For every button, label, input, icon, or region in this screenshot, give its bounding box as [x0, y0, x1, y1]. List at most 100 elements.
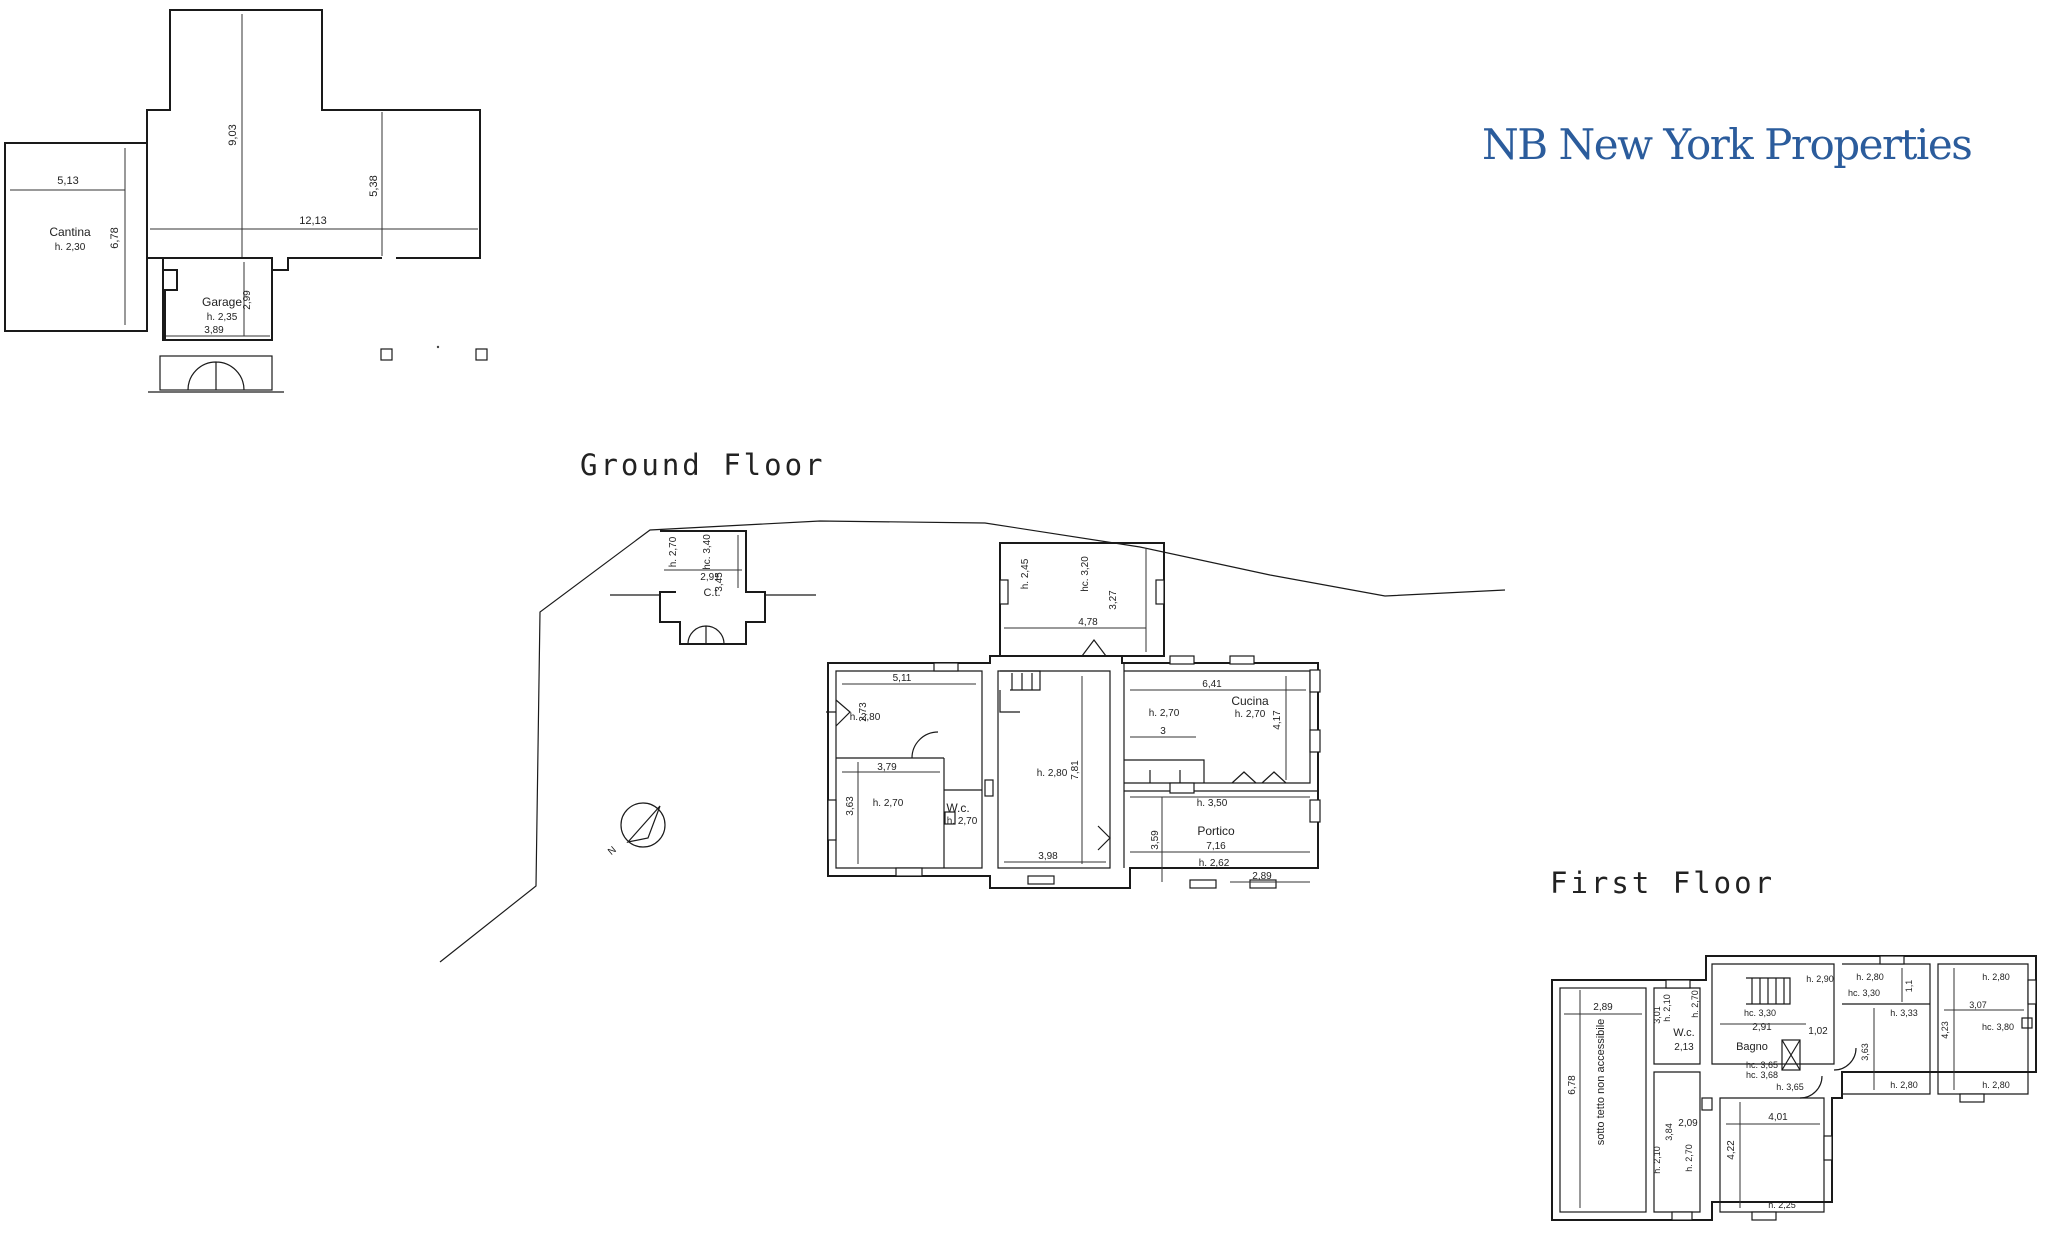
cucina-fixture: [1149, 770, 1181, 783]
living-height: h. 2,80: [1037, 768, 1068, 779]
cucina-height: h. 2,70: [1235, 709, 1266, 720]
bedroom-wall: [1719, 1097, 1825, 1213]
garage-width-label: 3,89: [204, 325, 224, 336]
ground-floor-title: Ground Floor: [580, 448, 826, 482]
first-wc-h1: h. 2,10: [1662, 994, 1672, 1022]
cucina-wall: [1124, 670, 1311, 784]
first-floor-plan: 2,89 6,78 sotto tetto non accessibile 3,…: [1551, 955, 2037, 1221]
basement-width-label: 12,13: [299, 215, 327, 227]
window: [1229, 655, 1255, 665]
house-outer-wall: [827, 655, 1319, 889]
north-room-hc: hc. 3,20: [1080, 556, 1091, 592]
north-room-depth-label: 3,27: [1108, 590, 1119, 610]
portico-h-label: h. 3,50: [1197, 798, 1228, 809]
window: [2027, 979, 2037, 1005]
ct-building-wall: [659, 530, 766, 645]
window: [999, 579, 1009, 605]
site-boundary: [439, 520, 1506, 963]
right-room-hc: hc. 3,80: [1982, 1022, 2014, 1032]
ct-door-swing: [687, 625, 725, 645]
window: [1169, 782, 1195, 794]
mid-room-d1: 1,1: [1904, 980, 1914, 993]
shaft: [1781, 1039, 1801, 1071]
cucina-depth-label: 4,17: [1272, 710, 1283, 730]
north-room-wall: [999, 542, 1165, 657]
mid-room-hc: hc. 3,30: [1848, 988, 1880, 998]
ct-height: h. 2,70: [668, 536, 679, 567]
shaft-cross: [1781, 1039, 1801, 1071]
left-lower-d: 3,84: [1664, 1123, 1674, 1141]
left-bottom-depth-label: 3,63: [845, 796, 856, 816]
cucina-inner-wall: [1124, 759, 1205, 783]
ct-name: C.t.: [703, 587, 720, 599]
window: [933, 662, 959, 672]
window: [1823, 1135, 1833, 1161]
window: [895, 867, 923, 877]
sottotetto-name: sotto tetto non accessibile: [1595, 1019, 1607, 1146]
first-floor-outer-wall: [1551, 955, 2037, 1221]
window: [1959, 1093, 1985, 1103]
bagno-w: 2,91: [1752, 1022, 1772, 1033]
first-staircase: [1746, 977, 1791, 1005]
right-room-d: 4,23: [1940, 1021, 1950, 1039]
ground-floor-plan: h. 2,70 hc. 3,40 3,45 2,91 C.t. h. 2,45 …: [439, 520, 1506, 963]
wc-name: W.c.: [946, 801, 969, 815]
brand-logo-text: NB New York Properties: [1482, 120, 1973, 169]
first-wc-name: W.c.: [1673, 1027, 1694, 1039]
door: [1097, 825, 1111, 851]
portico-width-label: 7,16: [1206, 841, 1226, 852]
door: [826, 699, 851, 727]
fixture: [2021, 1017, 2033, 1029]
garage-wall: [162, 257, 273, 341]
basement-side-label: 5,38: [368, 175, 380, 196]
north-arrow-icon: [620, 802, 666, 848]
dot: [436, 345, 440, 349]
garage-height: h. 2,35: [207, 312, 238, 323]
ct-depth-label: 3,45: [714, 572, 725, 592]
mid-room-h3: h. 2,80: [1890, 1080, 1918, 1090]
pillar: [475, 348, 488, 361]
bagno-hc3: hc. 3,68: [1746, 1070, 1778, 1080]
first-floor-title: First Floor: [1550, 866, 1776, 900]
garage-name: Garage: [202, 295, 242, 309]
left-lower-h2: h. 2,70: [1684, 1144, 1694, 1172]
stair-room-wall: [1711, 963, 1835, 1065]
cucina-width-label: 6,41: [1202, 679, 1222, 690]
left-bottom-width-label: 3,79: [877, 762, 897, 773]
bagno-hc1: hc. 3,30: [1744, 1008, 1776, 1018]
basement-outline: [146, 9, 481, 341]
window: [1169, 655, 1195, 665]
living-width-label: 3,98: [1038, 851, 1058, 862]
bedroom-d: 4,22: [1726, 1140, 1737, 1160]
window: [827, 799, 837, 841]
portico-name: Portico: [1197, 824, 1235, 838]
door: [1231, 771, 1287, 784]
fixture: [944, 811, 956, 825]
portico-h2-label: h. 2,62: [1199, 858, 1230, 869]
first-wc-h2: h. 2,70: [1690, 990, 1700, 1018]
cantina-name: Cantina: [49, 225, 91, 239]
garage-depth-label: 2,99: [242, 290, 253, 310]
basement-plan: 5,13 6,78 Cantina h. 2,30 9,03 12,13 5,3…: [4, 9, 488, 393]
first-wc-w: 2,13: [1674, 1042, 1694, 1053]
north-arrow-needle: [626, 805, 661, 843]
window: [1189, 879, 1217, 889]
door-swing: [1833, 1047, 1857, 1071]
sottotetto-wall: [1559, 987, 1647, 1213]
ct-width-label: 2,91: [700, 572, 720, 583]
cucina-small-label: 3: [1160, 726, 1166, 737]
left-lower-wall: [1653, 1071, 1701, 1213]
portico-depth-label: 3,59: [1150, 830, 1161, 850]
left-top-width-label: 5,11: [893, 673, 912, 684]
bagno-name: Bagno: [1736, 1041, 1768, 1053]
cantina-depth-label: 6,78: [109, 227, 121, 248]
mid-room-d2: 3,63: [1860, 1043, 1870, 1061]
window: [1751, 1211, 1777, 1221]
first-wc-d: 3,01: [1652, 1006, 1662, 1024]
basement-length-label: 9,03: [227, 124, 239, 145]
left-top-height: h. 2,80: [850, 712, 881, 723]
cucina-height-2: h. 2,70: [1149, 708, 1180, 719]
bedroom-h: h. 2,25: [1768, 1200, 1796, 1210]
